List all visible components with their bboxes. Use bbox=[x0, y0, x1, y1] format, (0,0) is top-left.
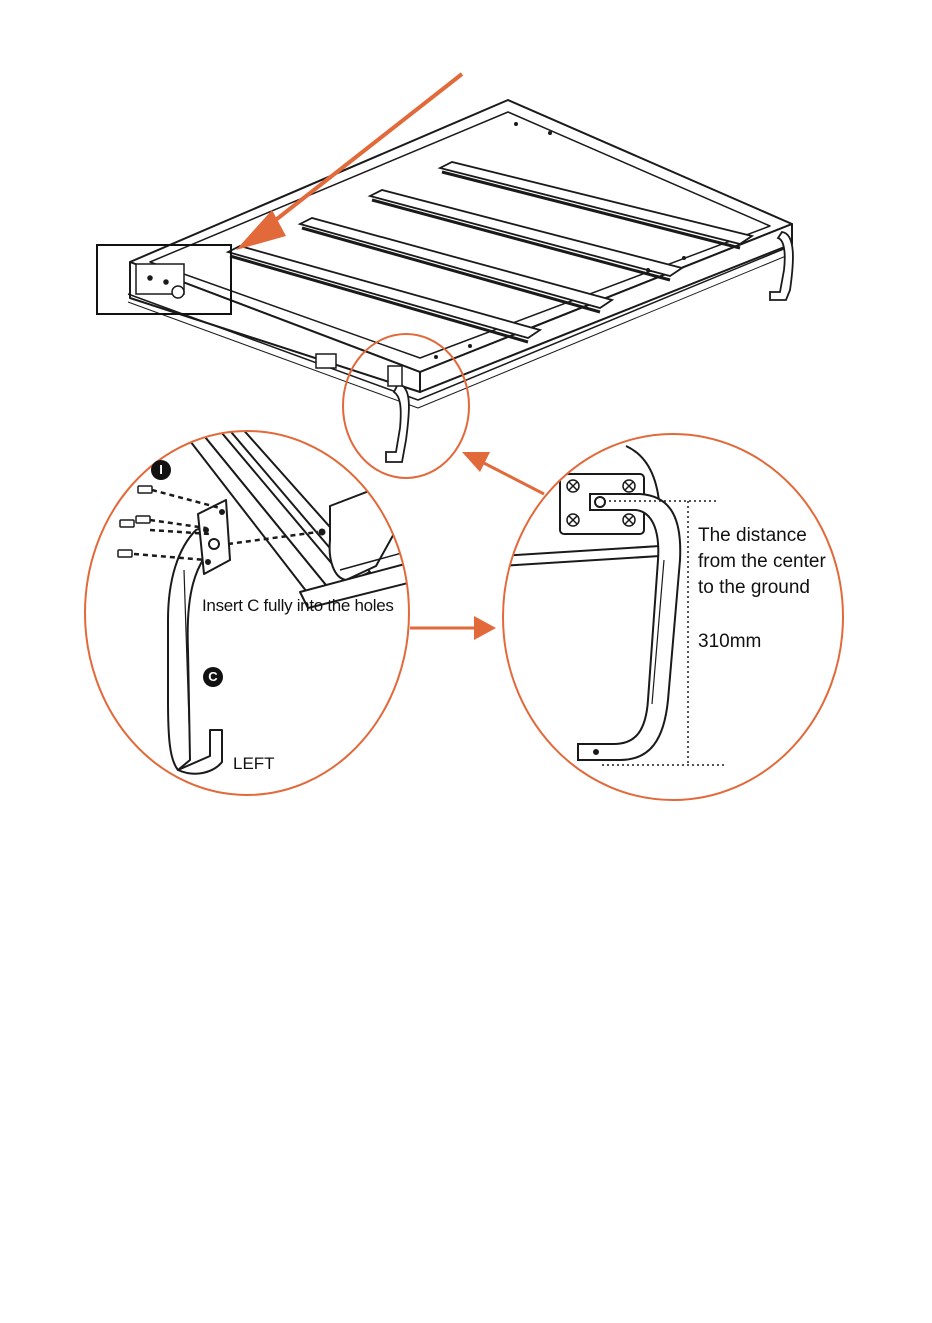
part-i-badge: I bbox=[151, 460, 171, 480]
right-detail bbox=[500, 434, 843, 800]
front-leg bbox=[386, 384, 409, 462]
detail-arrow bbox=[410, 616, 496, 640]
distance-value: 310mm bbox=[698, 631, 761, 653]
bed-frame bbox=[128, 100, 792, 408]
part-c-badge: C bbox=[203, 667, 223, 687]
frame-block bbox=[316, 354, 336, 368]
distance-line-2: from the center bbox=[698, 549, 826, 575]
distance-caption: The distance from the center to the grou… bbox=[698, 523, 826, 601]
distance-line-3: to the ground bbox=[698, 575, 826, 601]
callout-arrow bbox=[462, 452, 544, 494]
frame-left-bracket bbox=[136, 264, 184, 298]
insert-instruction: Insert C fully into the holes bbox=[202, 596, 394, 616]
front-bracket bbox=[388, 366, 402, 386]
distance-line-1: The distance bbox=[698, 523, 826, 549]
side-label: LEFT bbox=[233, 754, 275, 774]
